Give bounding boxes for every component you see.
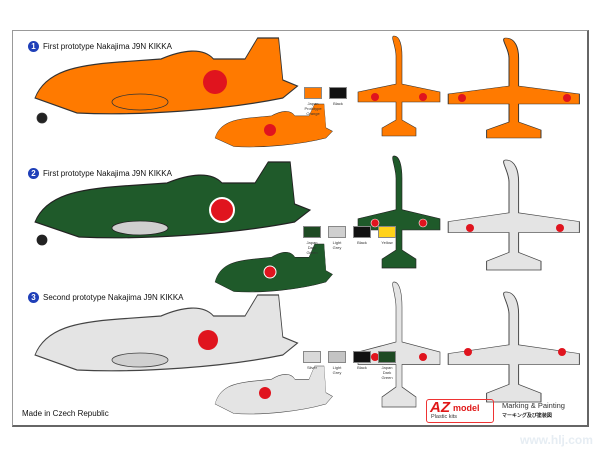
bottom-view-silver-3 — [447, 291, 581, 403]
section-number-badge: 2 — [28, 168, 39, 179]
swatch-label: Black — [333, 101, 343, 106]
swatch-color-box — [303, 226, 321, 238]
made-in-label: Made in Czech Republic — [22, 409, 109, 418]
swatch-label: Light Grey — [332, 365, 342, 375]
swatch-label: Light Grey — [332, 240, 342, 250]
top-view-green — [357, 155, 441, 269]
side-view-small-green — [214, 243, 333, 293]
side-view-large-orange — [34, 37, 299, 124]
color-swatch: Light Grey — [328, 351, 346, 380]
section-2-title: 2 First prototype Nakajima J9N KIKKA — [28, 168, 172, 179]
logo-subtitle: Plastic kits — [431, 414, 457, 420]
color-swatch: Black — [353, 226, 371, 255]
swatch-label: Japan Dark Green — [306, 240, 318, 255]
section-3-title: 3 Second prototype Nakajima J9N KIKKA — [28, 292, 184, 303]
color-swatch: Yellow — [378, 226, 396, 255]
swatch-label: Black — [357, 240, 367, 245]
logo-az: AZ — [430, 399, 450, 416]
color-swatch: Japan Prototype Orange — [304, 87, 322, 116]
swatch-color-box — [353, 226, 371, 238]
swatch-color-box — [378, 226, 396, 238]
color-swatch: Silver — [303, 351, 321, 380]
swatch-label: Yellow — [381, 240, 393, 245]
section-title-text: Second prototype Nakajima J9N KIKKA — [43, 293, 184, 302]
marking-painting-label: Marking & Painting — [502, 401, 565, 410]
color-swatch: Japan Dark Green — [303, 226, 321, 255]
watermark: www.hlj.com — [520, 433, 593, 447]
side-view-large-green — [34, 161, 311, 246]
bottom-view-orange — [447, 37, 581, 139]
side-view-large-silver — [34, 294, 299, 372]
section-number-badge: 1 — [28, 41, 39, 52]
swatch-color-box — [328, 226, 346, 238]
color-swatch: Black — [329, 87, 347, 116]
top-view-silver — [357, 281, 441, 408]
swatch-color-box — [304, 87, 322, 99]
section-number-badge: 3 — [28, 292, 39, 303]
swatch-label: Japan Dark Green — [381, 365, 393, 380]
swatch-label: Silver — [306, 365, 317, 370]
swatch-color-box — [328, 351, 346, 363]
color-swatch: Light Grey — [328, 226, 346, 255]
section-1-title: 1 First prototype Nakajima J9N KIKKA — [28, 41, 172, 52]
az-model-logo: AZ model Plastic kits — [426, 399, 494, 423]
top-view-orange — [357, 35, 441, 137]
color-swatch: Japan Dark Green — [378, 351, 396, 380]
marking-painting-japanese: マーキング及び塗装図 — [502, 413, 552, 419]
section-title-text: First prototype Nakajima J9N KIKKA — [43, 169, 172, 178]
color-swatch: Black — [353, 351, 371, 380]
color-swatches-2: Japan Dark Green Light Grey Black Yellow — [303, 226, 396, 255]
swatch-color-box — [378, 351, 396, 363]
side-view-small-orange — [214, 103, 333, 148]
swatch-label: Japan Prototype Orange — [304, 101, 322, 116]
side-view-small-silver — [214, 365, 333, 415]
swatch-label: Black — [357, 365, 367, 370]
color-swatches-3: Silver Light Grey Black Japan Dark Green — [303, 351, 396, 380]
color-swatches-1: Japan Prototype Orange Black — [304, 87, 347, 116]
swatch-color-box — [353, 351, 371, 363]
swatch-color-box — [329, 87, 347, 99]
section-title-text: First prototype Nakajima J9N KIKKA — [43, 42, 172, 51]
bottom-view-silver-2 — [447, 159, 581, 271]
swatch-color-box — [303, 351, 321, 363]
logo-model: model — [453, 403, 480, 413]
